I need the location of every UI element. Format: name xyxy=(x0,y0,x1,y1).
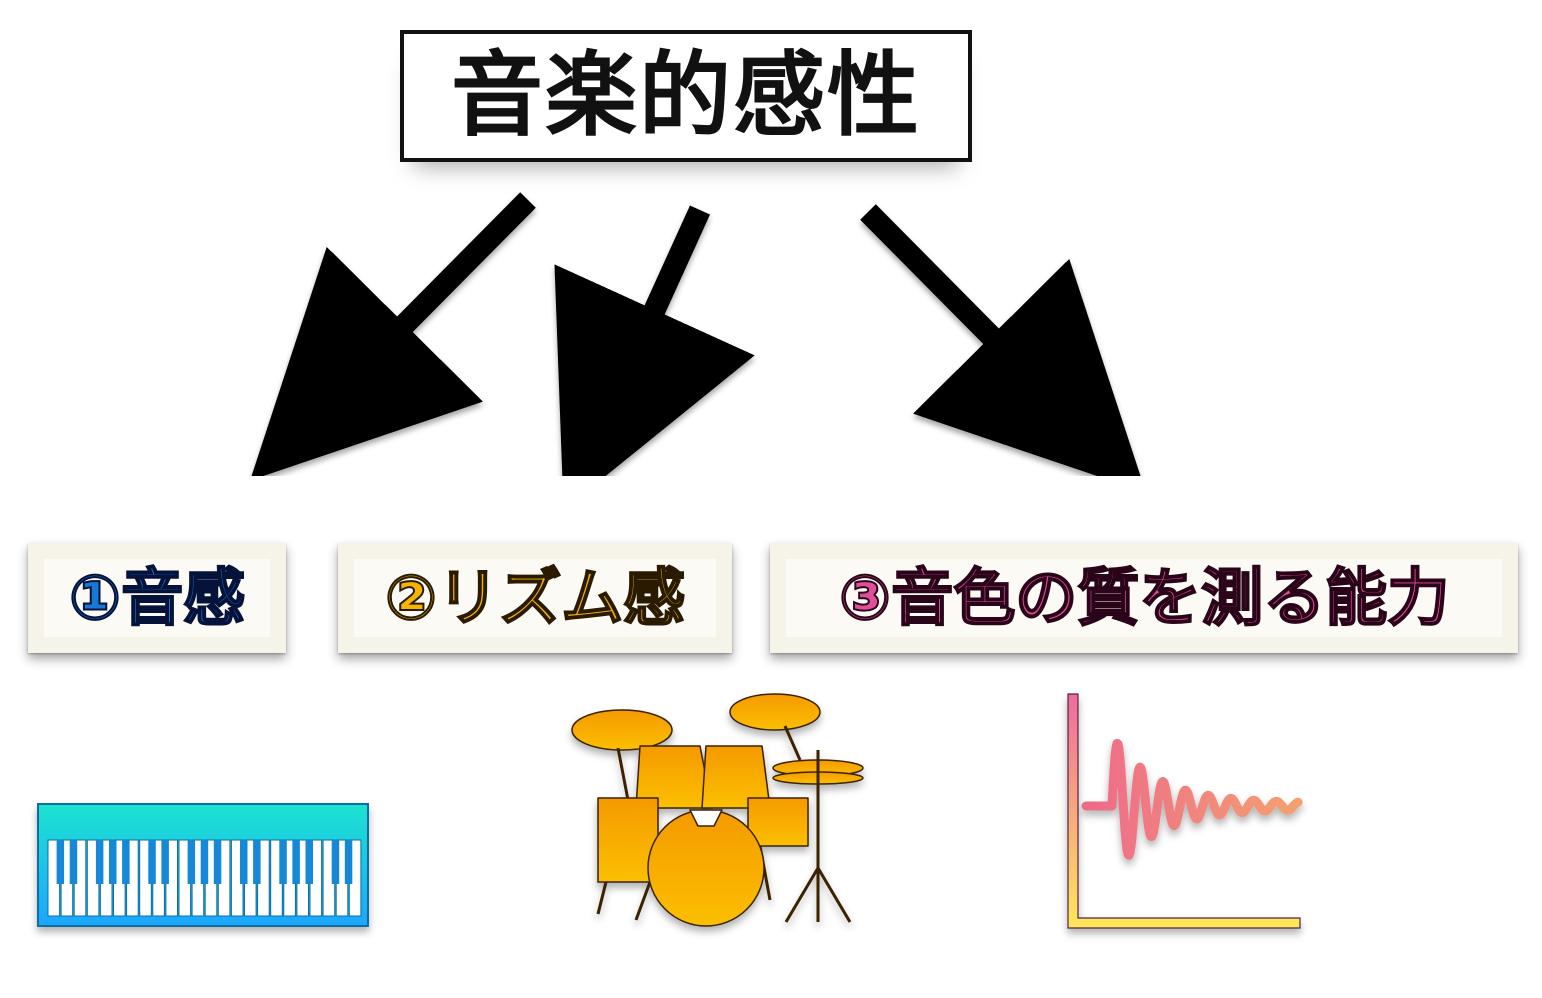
arrow-to-timbre xyxy=(860,204,1146,493)
label-rhythm-text: ②リズム感 xyxy=(384,561,686,634)
page-title: 音楽的感性 xyxy=(450,42,921,149)
label-pitch: ①音感 xyxy=(28,543,286,653)
arrow-to-pitch xyxy=(250,192,536,481)
label-pitch-text: ①音感 xyxy=(68,561,246,634)
label-timbre: ③音色の質を測る能力 xyxy=(770,543,1518,653)
arrow-to-rhythm xyxy=(554,205,755,511)
label-timbre-text: ③音色の質を測る能力 xyxy=(838,561,1450,634)
label-rhythm: ②リズム感 xyxy=(338,543,732,653)
title-box: 音楽的感性 xyxy=(400,30,972,162)
